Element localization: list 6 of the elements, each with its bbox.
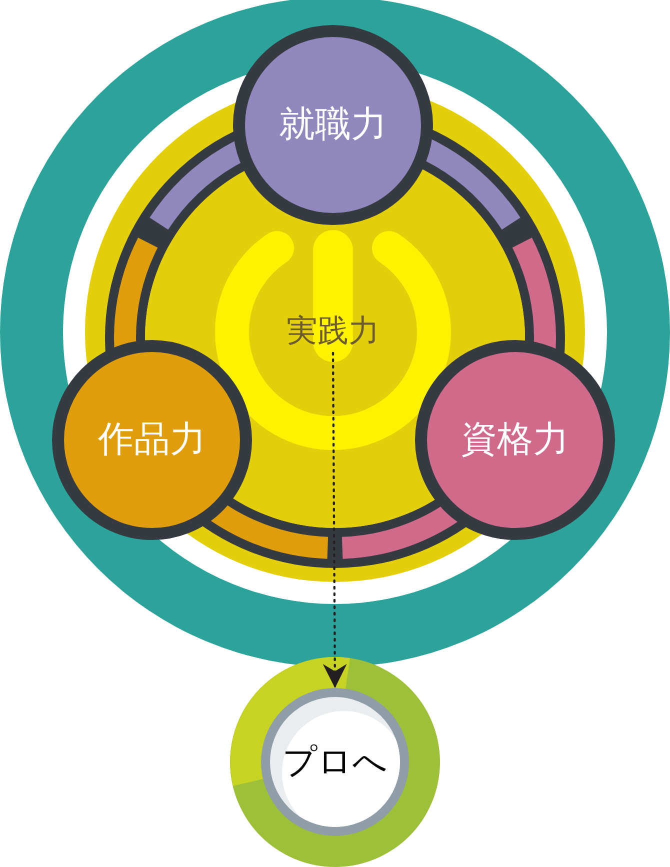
center-label: 実践力 xyxy=(283,309,383,353)
node-label: プロへ xyxy=(282,740,388,784)
dotted-arrow xyxy=(322,352,347,690)
node-label: 作品力 xyxy=(98,418,206,462)
node-label: 就職力 xyxy=(279,103,387,147)
node-label: 資格力 xyxy=(461,418,569,462)
